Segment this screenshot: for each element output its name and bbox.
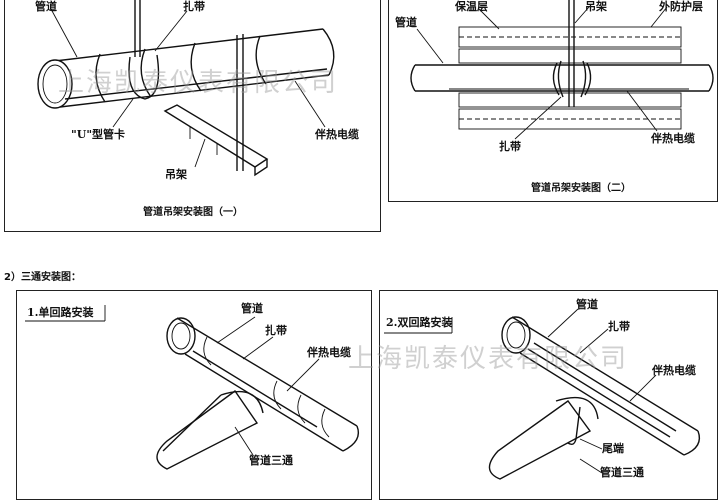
strap [95, 53, 106, 103]
label-strap: 扎带 [265, 324, 287, 337]
leader-hanger [194, 138, 206, 168]
leader-pipe [547, 308, 579, 338]
heat-cable-tail [567, 406, 581, 446]
heat-cable [162, 350, 318, 452]
leader-strap [579, 328, 609, 354]
panel-hanger-install-1: 管道 扎带 "U"型管卡 伴热电缆 吊架 管道吊架安装图（一） [4, 0, 381, 232]
leader-protective [650, 6, 668, 28]
label-pipe: 管道 [35, 0, 57, 13]
label-tail: 尾端 [602, 442, 624, 455]
single-circuit-drawing [25, 305, 360, 470]
tee-junction [555, 396, 599, 420]
label-heat-cable: 伴热电缆 [651, 132, 695, 145]
leader-hanger [574, 6, 590, 24]
heat-cable [527, 342, 677, 438]
panel-title-single-circuit: 1.单回路安装 [27, 306, 94, 319]
tee-junction [220, 390, 264, 414]
watermark: 上海凯泰仪表有限公司 [58, 68, 339, 98]
strap [557, 60, 587, 98]
label-tee: 管道三通 [600, 466, 644, 479]
strap [255, 35, 267, 85]
label-tee: 管道三通 [249, 454, 293, 467]
leader-heat-cable [626, 90, 658, 132]
label-strap: 扎带 [499, 140, 521, 153]
caption-hanger-install-1: 管道吊架安装图（一） [143, 207, 243, 218]
pipe-far-end [322, 28, 335, 76]
branch-pipe [488, 400, 592, 480]
label-hanger: 吊架 [165, 168, 187, 181]
panel-title-double-circuit: 2.双回路安装 [386, 316, 453, 329]
leader-tail [579, 438, 603, 450]
strap [190, 42, 202, 92]
label-insulation: 保温层 [455, 0, 488, 13]
label-pipe: 管道 [395, 16, 417, 29]
hanger-bracket-edge [254, 159, 268, 177]
leader-pipe [216, 316, 256, 344]
insulation-top [458, 48, 682, 64]
label-protective-layer: 外防护层 [659, 0, 703, 13]
label-pipe: 管道 [576, 298, 598, 311]
main-pipe-end [342, 425, 360, 452]
label-pipe: 管道 [241, 302, 263, 315]
leader-heat-cable [286, 358, 320, 392]
insulation-bottom [458, 92, 682, 108]
leader-pipe [50, 8, 78, 58]
strap [321, 408, 330, 438]
pipe-end-inner [171, 322, 191, 350]
main-pipe [176, 317, 358, 452]
panel-single-circuit: 1.单回路安装 管道 扎带 伴热电缆 管道三通 [16, 290, 372, 500]
label-strap: 扎带 [608, 320, 630, 333]
watermark: 上海凯泰仪表有限公司 [348, 344, 629, 374]
leader-insulation [478, 8, 500, 30]
leader-heat-cable [629, 374, 657, 402]
section-title-tee-install: 2）三通安装图： [4, 272, 81, 283]
pipe-end-inner [506, 321, 526, 349]
label-heat-cable: 伴热电缆 [652, 364, 696, 377]
leader-tee [579, 458, 603, 474]
leader-u-clamp [112, 98, 134, 128]
strap [140, 48, 152, 98]
double-circuit-drawing [384, 308, 701, 480]
caption-hanger-install-2: 管道吊架安装图（二） [531, 183, 631, 194]
leader-strap [514, 96, 562, 140]
strap [203, 336, 212, 366]
leader-tee [234, 426, 254, 456]
hanger-bracket [163, 104, 269, 168]
hanger-clamp [552, 62, 592, 96]
hanger-install-1-drawing [37, 0, 335, 177]
panel-double-circuit: 2.双回路安装 管道 扎带 伴热电缆 尾端 管道三通 [379, 290, 718, 500]
hanger-install-2-drawing [410, 0, 714, 140]
pipe-end-inner [42, 64, 68, 104]
main-pipe-end [683, 430, 701, 456]
pipe-break-left [410, 64, 416, 92]
label-heat-cable: 伴热电缆 [307, 346, 351, 359]
label-u-clamp: "U"型管卡 [71, 128, 126, 141]
branch-pipe [156, 390, 259, 470]
u-clamp [128, 54, 160, 100]
label-strap: 扎带 [183, 0, 205, 13]
pipe-end [37, 59, 73, 109]
leader-pipe [416, 28, 444, 64]
label-hanger: 吊架 [585, 0, 607, 13]
leader-strap [154, 10, 188, 52]
leader-strap [242, 336, 274, 360]
strap [297, 394, 306, 424]
main-pipe [511, 316, 699, 456]
panel-hanger-install-2: 管道 保温层 吊架 外防护层 扎带 伴热电缆 管道吊架安装图（二） [388, 0, 718, 202]
leader-heat-cable [294, 80, 326, 128]
strap [273, 380, 282, 410]
label-heat-cable: 伴热电缆 [315, 128, 359, 141]
pipe-break-right [708, 64, 714, 92]
